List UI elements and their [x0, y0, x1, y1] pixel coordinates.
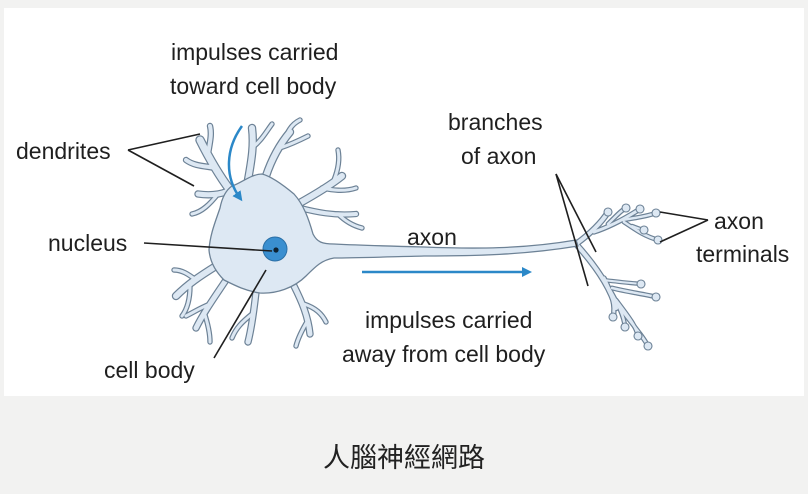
- branch-fill: [320, 186, 358, 192]
- impulses-out-label-line1: impulses carried: [365, 307, 532, 333]
- branch-fill: [245, 125, 256, 183]
- figure-caption: 人腦神經網路: [323, 443, 485, 474]
- dendrites-leader-upper: [127, 133, 201, 151]
- dendrites-leader-lower: [127, 149, 195, 187]
- branches-leader-upper: [555, 173, 597, 253]
- branch-fill: [294, 318, 310, 348]
- bouton: [636, 279, 646, 289]
- neuron-diagram: impulses carried toward cell body dendri…: [16, 39, 789, 383]
- terminals-leader-upper: [659, 211, 709, 221]
- nucleus-label: nucleus: [48, 230, 127, 256]
- branch-fill: [250, 122, 274, 150]
- impulses-in-label-line1: impulses carried: [171, 39, 338, 65]
- bouton: [633, 331, 643, 341]
- branches-label-line1: branches: [448, 109, 543, 135]
- branch-fill: [230, 312, 254, 340]
- impulses-in-label-line2: toward cell body: [170, 73, 337, 99]
- branch-fill: [332, 148, 341, 182]
- axon-terminals-label-line1: axon: [714, 208, 764, 234]
- dendrites-label: dendrites: [16, 138, 111, 164]
- branches-label-line2: of axon: [461, 143, 536, 169]
- branch-fill: [284, 118, 302, 140]
- bouton: [651, 292, 661, 302]
- bouton: [608, 312, 618, 322]
- nucleolus-dot: [273, 247, 279, 253]
- cell-body-shape: [208, 173, 579, 294]
- nucleus-leader: [143, 242, 273, 252]
- bouton: [621, 203, 631, 213]
- branch-fill: [610, 286, 658, 299]
- branch-fill: [302, 302, 328, 324]
- terminals-leader-lower: [659, 219, 709, 243]
- cell-body-label: cell body: [104, 357, 195, 383]
- bouton: [603, 207, 613, 217]
- branch-fill: [180, 284, 192, 318]
- bouton: [635, 204, 645, 214]
- branches-leader-lower: [555, 173, 589, 287]
- neuron-figure: impulses carried toward cell body dendri…: [4, 8, 804, 396]
- bouton: [620, 322, 630, 332]
- cell-body-leader: [213, 269, 267, 359]
- branch-fill: [184, 302, 212, 318]
- bouton: [651, 208, 661, 218]
- branch-fill: [190, 192, 220, 216]
- axon-label: axon: [407, 224, 457, 250]
- impulse-inward-arrow: [227, 125, 244, 202]
- bouton: [643, 341, 653, 351]
- impulses-out-label-line2: away from cell body: [342, 341, 546, 367]
- branch-fill: [278, 134, 310, 150]
- branch-fill: [291, 283, 313, 337]
- branch-fill: [336, 212, 364, 230]
- axon-terminals-label-line2: terminals: [696, 241, 789, 267]
- branch-fill: [202, 310, 212, 344]
- bouton: [639, 225, 649, 235]
- axon-terminal-boutons: [603, 203, 663, 351]
- branch-fill: [206, 124, 213, 156]
- branch-fill: [184, 158, 218, 170]
- branch-fill: [245, 289, 259, 345]
- branch-fill: [196, 136, 234, 194]
- bouton: [653, 235, 663, 245]
- branch-fill: [172, 268, 198, 282]
